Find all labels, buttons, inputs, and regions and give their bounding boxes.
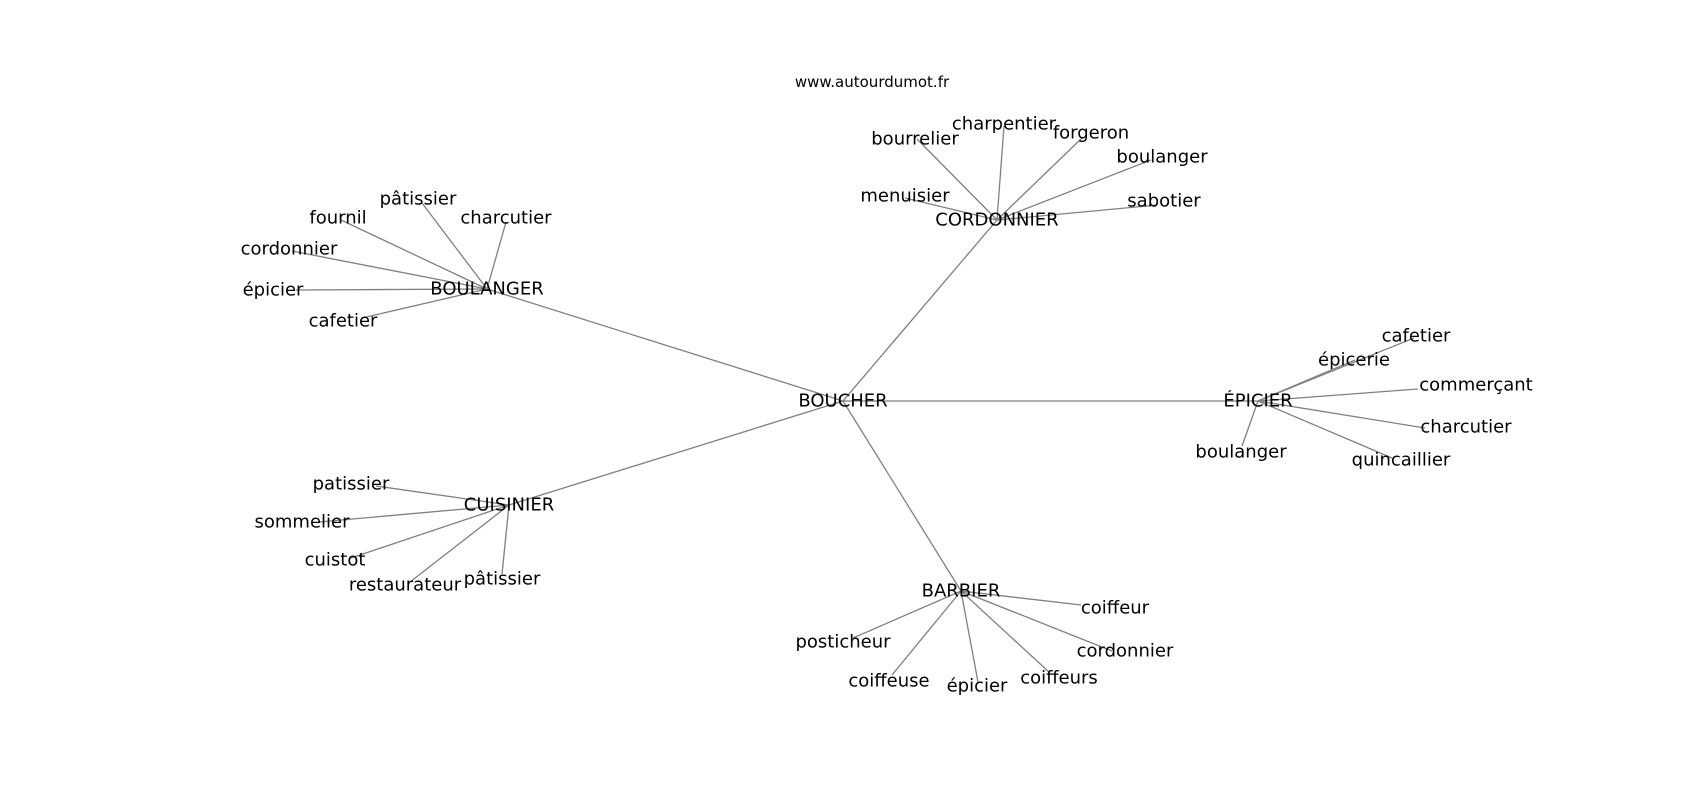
leaf-node-label[interactable]: cafetier [309, 311, 378, 332]
leaf-node-label[interactable]: pâtissier [464, 569, 541, 590]
edge-center-cordonnier [842, 219, 998, 402]
edge-epicier-leaf [1257, 400, 1393, 459]
leaf-node-label[interactable]: boulanger [1116, 147, 1208, 168]
leaf-node-label[interactable]: charcutier [460, 208, 552, 229]
edge-center-boulanger [486, 288, 844, 402]
leaf-node-label[interactable]: épicier [243, 280, 304, 301]
graph-edges [291, 125, 1426, 683]
edge-cordonnier-leaf [996, 136, 1084, 221]
leaf-node-label[interactable]: cordonnier [1077, 641, 1174, 662]
edge-cuisinier-leaf [350, 504, 510, 559]
edge-cuisinier-leaf [409, 504, 510, 583]
leaf-node-label[interactable]: forgeron [1053, 123, 1129, 144]
edge-boulanger-leaf [421, 202, 488, 290]
edge-epicier-leaf [1241, 400, 1259, 447]
hub-node-barbier[interactable]: BARBIER [922, 581, 1001, 602]
leaf-node-label[interactable]: restaurateur [349, 575, 462, 596]
edge-barbier-leaf [960, 590, 979, 683]
edge-barbier-leaf [852, 590, 962, 639]
edge-epicier-leaf [1257, 400, 1426, 429]
edge-boulanger-leaf [361, 288, 488, 319]
edge-barbier-leaf [960, 590, 1051, 674]
leaf-node-label[interactable]: coiffeuse [848, 671, 929, 692]
leaf-node-label[interactable]: patissier [313, 474, 390, 495]
leaf-node-label[interactable]: commerçant [1419, 375, 1532, 396]
edge-center-barbier [842, 400, 962, 592]
leaf-node-label[interactable]: posticheur [795, 632, 891, 653]
edge-epicier-leaf [1257, 359, 1356, 402]
edge-boulanger-leaf [295, 288, 488, 291]
edge-cordonnier-leaf [904, 197, 998, 221]
leaf-node-label[interactable]: boulanger [1195, 442, 1287, 463]
leaf-node-label[interactable]: menuisier [860, 186, 950, 207]
leaf-node-label[interactable]: épicier [947, 676, 1008, 697]
edge-center-cuisinier [508, 400, 844, 506]
edge-cuisinier-leaf [375, 485, 510, 506]
leaf-node-label[interactable]: cuistot [305, 550, 366, 571]
edge-barbier-leaf [960, 590, 1082, 606]
edge-epicier-leaf [1257, 388, 1419, 402]
edge-boulanger-leaf [486, 221, 507, 290]
leaf-node-label[interactable]: bourrelier [871, 129, 959, 150]
edge-cordonnier-leaf [996, 204, 1158, 221]
edge-cordonnier-leaf [916, 138, 998, 221]
edge-boulanger-leaf [291, 250, 488, 290]
leaf-node-label[interactable]: cordonnier [241, 239, 338, 260]
leaf-node-label[interactable]: charcutier [1420, 417, 1512, 438]
leaf-node-label[interactable]: quincaillier [1352, 450, 1451, 471]
leaf-node-label[interactable]: sabotier [1127, 191, 1201, 212]
edge-cuisinier-leaf [501, 504, 510, 575]
edge-cordonnier-leaf [996, 125, 1005, 221]
edge-barbier-leaf [891, 590, 962, 676]
leaf-node-label[interactable]: épicerie [1318, 350, 1390, 371]
leaf-node-label[interactable]: fournil [309, 208, 366, 229]
center-node-label[interactable]: BOUCHER [798, 391, 887, 412]
edge-barbier-leaf [960, 590, 1113, 652]
hub-node-cordonnier[interactable]: CORDONNIER [935, 210, 1058, 231]
hub-node-epicier[interactable]: ÉPICIER [1223, 390, 1292, 412]
leaf-node-label[interactable]: cafetier [1382, 326, 1451, 347]
hub-node-boulanger[interactable]: BOULANGER [430, 279, 543, 300]
leaf-node-label[interactable]: coiffeur [1081, 598, 1150, 619]
edge-cordonnier-leaf [996, 159, 1152, 221]
leaf-node-label[interactable]: sommelier [254, 512, 350, 533]
leaf-node-label[interactable]: pâtissier [380, 189, 457, 210]
edge-cuisinier-leaf [318, 504, 510, 523]
hub-node-cuisinier[interactable]: CUISINIER [464, 495, 554, 516]
leaf-node-label[interactable]: coiffeurs [1020, 668, 1098, 689]
edge-boulanger-leaf [340, 219, 488, 290]
site-url-label: www.autourdumot.fr [794, 73, 950, 91]
leaf-node-label[interactable]: charpentier [952, 114, 1057, 135]
